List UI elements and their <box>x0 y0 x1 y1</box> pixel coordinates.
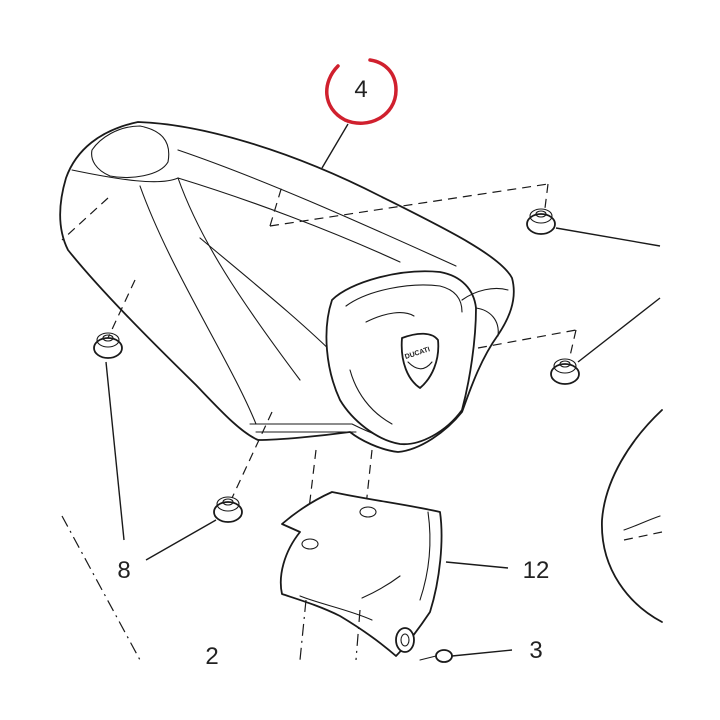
highlight-circle-part-4 <box>325 58 398 125</box>
partial-right-component <box>601 409 663 623</box>
leader-line-12 <box>445 561 509 569</box>
leader-line-4 <box>321 123 349 169</box>
assembly-guide-lines <box>61 183 577 535</box>
callout-4[interactable]: 4 <box>354 76 367 103</box>
grommet-mid-right[interactable] <box>550 358 580 385</box>
screw-part[interactable] <box>419 649 453 663</box>
bracket-part[interactable] <box>279 491 443 657</box>
grommet-upper-right[interactable] <box>526 208 556 235</box>
callout-12[interactable]: 12 <box>523 557 550 584</box>
callout-8[interactable]: 8 <box>117 557 130 584</box>
callout-2[interactable]: 2 <box>205 643 218 670</box>
grommet-lower[interactable] <box>213 496 243 523</box>
ducati-logo-badge: DUCATI <box>400 332 440 389</box>
leader-line-3 <box>451 649 513 657</box>
callout-3[interactable]: 3 <box>529 637 542 664</box>
leader-lines-8 <box>105 227 661 561</box>
centerlines-lower <box>61 515 361 661</box>
seat-cowl-part[interactable] <box>59 121 515 453</box>
